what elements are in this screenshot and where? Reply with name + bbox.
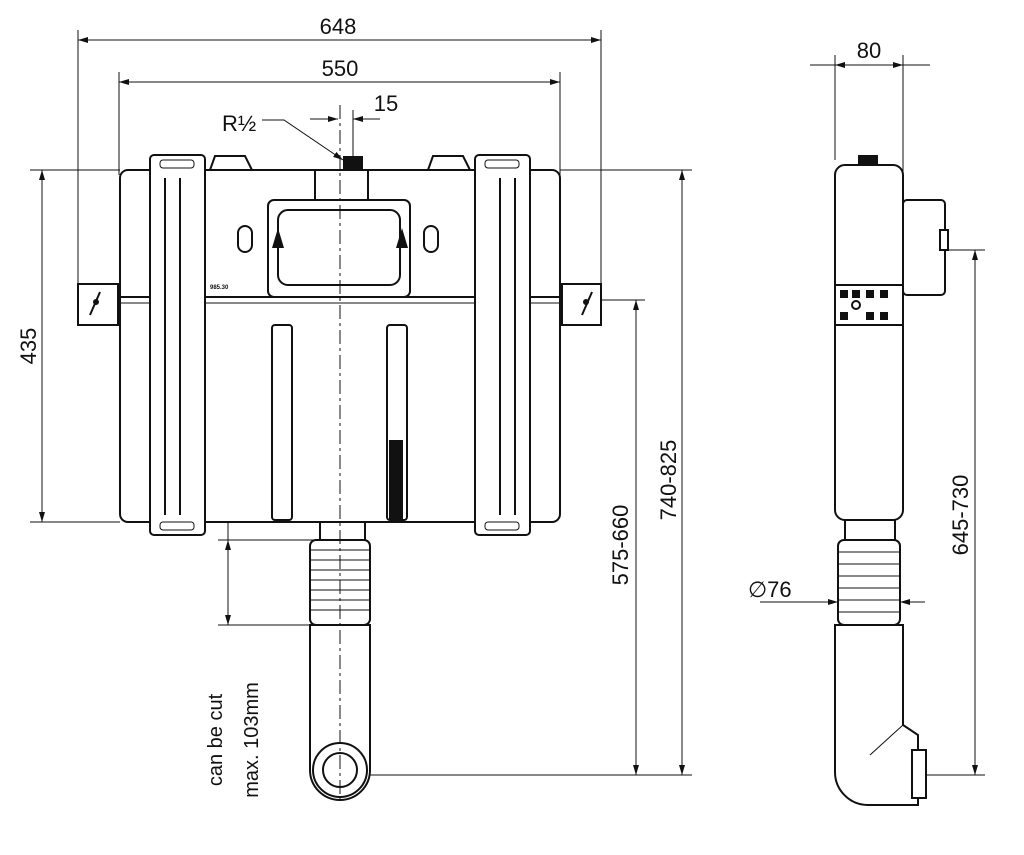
dimension-740-825: 740-825 — [340, 169, 692, 776]
dimension-550: 550 — [118, 56, 561, 175]
side-outlet-spigot — [911, 749, 927, 799]
dim-575-660-label: 575-660 — [608, 505, 633, 586]
dimension-648: 648 — [77, 14, 602, 300]
top-lug-right — [426, 155, 472, 171]
side-mount-band — [834, 284, 904, 326]
dim-648-label: 648 — [320, 14, 357, 39]
cistern-side-view — [834, 155, 949, 806]
dimension-15: 15 — [310, 91, 398, 160]
frame-bracket-left — [149, 154, 206, 536]
side-tank-body — [834, 164, 904, 521]
side-actuator-box — [902, 199, 946, 296]
wall-tab-right — [561, 283, 602, 326]
inlet-connector — [343, 156, 363, 170]
service-window — [267, 199, 411, 298]
overflow-marker — [389, 440, 403, 520]
mount-hole-right — [423, 225, 439, 253]
dimension-645-730: 645-730 — [870, 249, 985, 776]
mount-hole-left — [237, 225, 253, 253]
part-marking: 985.30 — [210, 285, 229, 291]
cistern-front-view: 985.30 — [77, 105, 602, 801]
dim-645-730-label: 645-730 — [948, 475, 973, 556]
dimension-575-660: 575-660 — [600, 299, 645, 775]
dim-740-825-label: 740-825 — [656, 440, 681, 521]
thread-callout: R½ — [222, 111, 344, 161]
dim-435-label: 435 — [16, 328, 41, 365]
top-lug-left — [208, 155, 254, 171]
dim-550-label: 550 — [322, 56, 359, 81]
cut-note-line2: max. 103mm — [241, 682, 263, 798]
dimension-80: 80 — [810, 38, 930, 200]
dimension-435: 435 — [16, 169, 120, 523]
dim-15-label: 15 — [374, 91, 398, 116]
frame-bracket-right — [474, 154, 531, 536]
wall-tab-left — [77, 283, 119, 326]
cut-note-line1: can be cut — [205, 693, 227, 786]
keyhole-right — [396, 228, 408, 248]
keyhole-left — [272, 228, 284, 248]
side-outlet-pipe — [834, 624, 919, 806]
outlet-neck — [319, 521, 366, 541]
dim-76-label: ∅76 — [748, 577, 792, 602]
dimension-76: ∅76 — [748, 577, 925, 605]
side-corrugated-pipe — [837, 539, 901, 626]
valve-housing — [314, 169, 369, 201]
dim-80-label: 80 — [857, 38, 881, 63]
slot-left — [271, 324, 293, 521]
thread-label: R½ — [222, 111, 256, 136]
cut-note: can be cut max. 103mm — [205, 522, 320, 798]
